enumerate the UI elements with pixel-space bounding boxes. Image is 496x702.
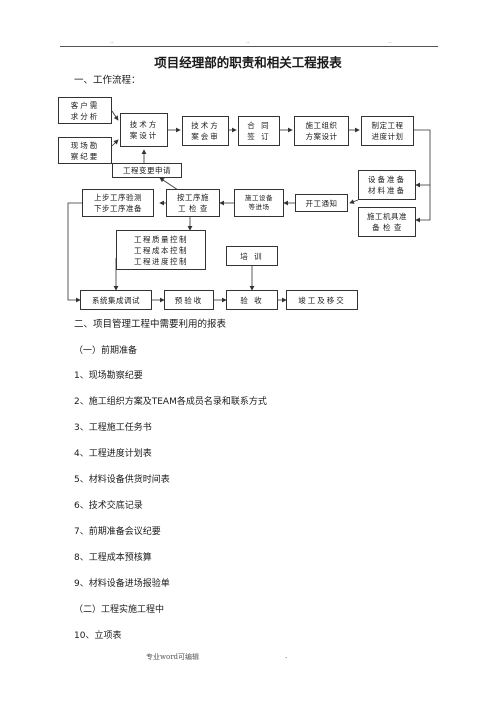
list-item: 5、材料设备供货时间表 — [74, 475, 170, 485]
flow-tools-check: 施工机具准 备 检 查 — [358, 207, 416, 237]
header-mark-left: .. — [110, 38, 114, 45]
list-item: 4、工程进度计划表 — [74, 449, 152, 459]
workflow-connectors — [67, 110, 431, 303]
subsection-impl: （二）工程实施工程中 — [74, 605, 165, 615]
flow-process-check: 按工序施 工 检 查 — [166, 189, 220, 217]
flow-change-request: 工程变更申请 — [112, 163, 182, 178]
flow-construction-design: 施工组织 方案设计 — [294, 116, 349, 146]
flow-pre-acceptance: 预验收 — [164, 290, 214, 310]
list-item: 9、材料设备进场报验单 — [74, 579, 170, 589]
header-rule — [60, 46, 438, 47]
flow-acceptance: 验 收 — [226, 290, 278, 310]
flow-prev-inspection: 上步工序验测 下步工序准备 — [82, 189, 154, 217]
flow-integration-debug: 系统集成调试 — [80, 290, 152, 310]
subsection-prep: （一）前期准备 — [74, 346, 138, 356]
list-item: 10、立项表 — [74, 631, 122, 641]
section-heading-reports: 二、项目管理工程中需要利用的报表 — [74, 319, 227, 330]
flow-contract: 合 同 签 订 — [238, 116, 280, 146]
list-item: 3、工程施工任务书 — [74, 423, 152, 433]
flow-schedule-plan: 制定工程 进度计划 — [361, 116, 414, 146]
flow-tech-design: 技术方 案设计 — [120, 113, 168, 147]
footer-dot: . — [285, 652, 288, 660]
document-title: 项目经理部的职责和相关工程报表 — [154, 55, 342, 70]
section-heading-workflow: 一、工作流程： — [74, 75, 141, 86]
header-mark-right: .. — [388, 38, 392, 45]
list-item: 6、技术交底记录 — [74, 501, 143, 511]
flow-completion: 竣工及移交 — [286, 290, 358, 310]
list-item: 7、前期准备会议纪要 — [74, 527, 161, 537]
footer-text: 专业word可编辑 — [146, 653, 200, 661]
flow-training: 培 训 — [226, 246, 278, 266]
list-item: 1、现场勘察纪要 — [74, 371, 143, 381]
list-item: 8、工程成本预核算 — [74, 553, 152, 563]
flow-customer-needs: 客户需 求分析 — [58, 97, 112, 124]
flow-equipment-prep: 设备准备 材料准备 — [358, 170, 416, 200]
flow-site-survey: 现场勘 察纪要 — [58, 137, 112, 164]
flow-equipment-entry: 施工设备 等进场 — [234, 189, 284, 217]
list-item: 2、施工组织方案及TEAM各成员名录和联系方式 — [74, 397, 267, 407]
header-mark-center: .. — [246, 38, 250, 45]
flow-start-notice: 开工通知 — [295, 194, 348, 212]
flow-control: 工程质量控制 工程成本控制 工程进度控制 — [116, 230, 206, 270]
flow-tech-review: 技术方 案会审 — [182, 116, 229, 146]
